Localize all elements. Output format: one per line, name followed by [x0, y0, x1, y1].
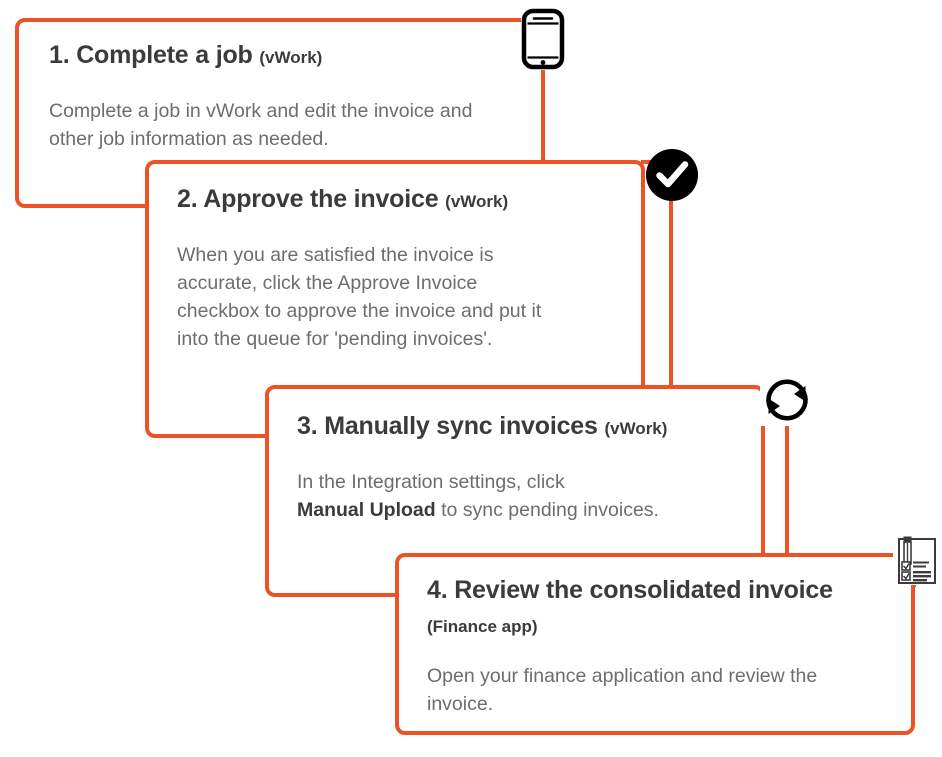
step-1-title-text: 1. Complete a job: [49, 41, 253, 69]
step-3-body-bold: Manual Upload: [297, 499, 436, 521]
step-4-title-text: 4. Review the consolidated invoice: [427, 576, 833, 604]
step-4-body: Open your finance application and review…: [427, 665, 818, 715]
mobile-phone-icon: [521, 8, 565, 70]
step-1-body: Complete a job in vWork and edit the inv…: [49, 100, 473, 150]
step-4-title: 4. Review the consolidated invoice (Fina…: [427, 573, 847, 644]
step-2-title: 2. Approve the invoice (vWork): [177, 182, 641, 219]
invoice-checklist-icon: [893, 535, 939, 585]
step-3-body-before: In the Integration settings, click: [297, 471, 565, 493]
sync-refresh-icon: [760, 374, 814, 426]
step-1-title: 1. Complete a job (vWork): [49, 38, 541, 75]
step-3-body: In the Integration settings, click Manua…: [297, 468, 747, 524]
step-2-title-text: 2. Approve the invoice: [177, 185, 439, 213]
step-2-body: When you are satisfied the invoice is ac…: [177, 244, 542, 350]
connector-sync-to-box4: [785, 420, 789, 557]
connector-check-to-box3: [669, 198, 673, 389]
step-2-app-label: (vWork): [445, 192, 509, 211]
checkmark-circle-icon: [646, 149, 698, 201]
step-4-app-label: (Finance app): [427, 617, 538, 636]
step-3-title: 3. Manually sync invoices (vWork): [297, 409, 761, 446]
step-3-app-label: (vWork): [604, 419, 668, 438]
step-3-body-after: to sync pending invoices.: [435, 499, 659, 521]
step-1-app-label: (vWork): [259, 48, 323, 67]
step-card-4[interactable]: 4. Review the consolidated invoice (Fina…: [395, 553, 915, 735]
step-3-title-text: 3. Manually sync invoices: [297, 412, 598, 440]
step-card-2[interactable]: 2. Approve the invoice (vWork) When you …: [145, 160, 645, 438]
